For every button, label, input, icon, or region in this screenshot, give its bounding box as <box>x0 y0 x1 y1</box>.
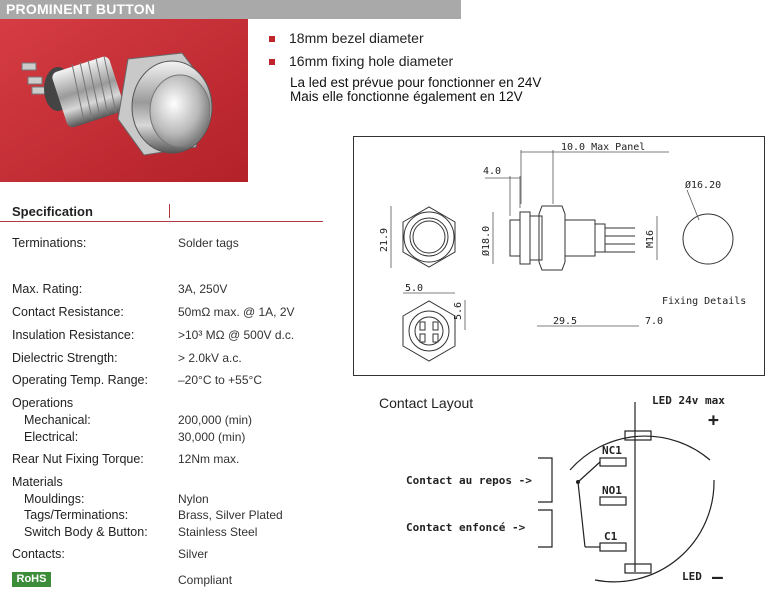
feature-bezel: 18mm bezel diameter <box>269 30 424 46</box>
spec-label: Switch Body & Button: <box>24 525 148 539</box>
bracket-repos <box>538 457 553 503</box>
spec-label: Rear Nut Fixing Torque: <box>12 452 144 466</box>
c1-terminal <box>599 542 627 552</box>
bullet-icon <box>269 36 275 43</box>
body-side <box>564 219 596 257</box>
spec-label: Insulation Resistance: <box>12 328 135 342</box>
spec-value: Stainless Steel <box>178 525 258 539</box>
spec-value: Nylon <box>178 492 209 506</box>
spec-label: Tags/Terminations: <box>24 508 129 522</box>
spec-divider-tick <box>169 204 170 218</box>
spec-label: Contact Resistance: <box>12 305 124 319</box>
spec-value: 12Nm max. <box>178 452 240 466</box>
contact-circle <box>569 435 715 583</box>
page-title: PROMINENT BUTTON <box>6 1 156 17</box>
nc1-label: NC1 <box>602 444 622 457</box>
spec-value: Solder tags <box>178 236 239 250</box>
spec-value: Brass, Silver Plated <box>178 508 283 522</box>
dim-bezel-diameter: Ø16.20 <box>685 179 721 191</box>
title-bar: PROMINENT BUTTON <box>0 0 461 19</box>
bullet-icon <box>269 59 275 66</box>
contact-layout-title: Contact Layout <box>379 395 474 411</box>
hex-nut-front <box>402 206 456 268</box>
spec-value: 30,000 (min) <box>178 430 246 444</box>
contact-enfonce-label: Contact enfoncé -> <box>406 521 526 534</box>
product-photo <box>0 19 248 182</box>
dim-7-0: 7.0 <box>645 316 663 327</box>
spec-group-label: Operations <box>12 396 74 410</box>
dim-5-6: 5.6 <box>453 302 464 320</box>
technical-drawing-frame <box>353 136 765 376</box>
contact-repos-label: Contact au repos -> <box>406 474 532 487</box>
spec-value: > 2.0kV a.c. <box>178 351 242 365</box>
dim-18: Ø18.0 <box>480 226 492 256</box>
dim-panel: 10.0 Max Panel <box>561 142 645 153</box>
technical-drawing: 10.0 Max Panel 4.0 Ø16.20 21.9 Ø18.0 M16… <box>379 142 746 362</box>
spec-label: Terminations: <box>12 236 87 250</box>
dim-5-0: 5.0 <box>405 283 423 294</box>
spec-divider <box>0 221 323 222</box>
spec-label: Electrical: <box>24 430 79 444</box>
no1-label: NO1 <box>602 484 622 497</box>
dim-m16: M16 <box>645 230 656 248</box>
nut-side <box>538 205 566 271</box>
spec-value: 200,000 (min) <box>178 413 253 427</box>
plus-sign: + <box>708 410 719 431</box>
spec-group-label: Materials <box>12 475 63 489</box>
solder-tags <box>21 62 47 95</box>
rohs-badge: RoHS <box>12 572 51 587</box>
dim-21-9: 21.9 <box>379 228 390 252</box>
spec-heading: Specification <box>12 204 93 219</box>
led-24v-label: LED 24v max <box>652 394 725 407</box>
spec-label: Mechanical: <box>24 413 91 427</box>
spec-label: Mouldings: <box>24 492 85 506</box>
spec-value: –20°C to +55°C <box>178 373 262 387</box>
contact-layout-diagram: LED 24v max + NC1 NO1 C1 Contact au repo… <box>406 394 725 588</box>
led-bottom-label: LED <box>682 570 702 583</box>
dim-29-5: 29.5 <box>553 316 577 327</box>
bezel-circle <box>403 211 455 263</box>
hex-nut-rear <box>402 300 456 362</box>
feature-fixing-hole: 16mm fixing hole diameter <box>269 53 453 69</box>
led-note: La led est prévue pour fonctionner en 24… <box>290 75 542 104</box>
led-bottom-terminal <box>624 563 652 574</box>
c1-label: C1 <box>604 530 618 543</box>
fixing-hole <box>682 213 734 265</box>
spec-value: 50mΩ max. @ 1A, 2V <box>178 305 295 319</box>
fixing-details-label: Fixing Details <box>662 296 746 307</box>
button-cap <box>509 219 521 257</box>
no1-terminal <box>599 496 627 506</box>
bracket-enfonce <box>538 509 553 548</box>
spec-label: Contacts: <box>12 547 65 561</box>
spec-value: 3A, 250V <box>178 282 228 296</box>
dim-4: 4.0 <box>483 166 501 177</box>
spec-label: Max. Rating: <box>12 282 83 296</box>
rohs-value: Compliant <box>178 573 233 587</box>
spec-label: Dielectric Strength: <box>12 351 118 365</box>
spec-value: Silver <box>178 547 209 561</box>
minus-sign: – <box>712 567 723 588</box>
bezel-side <box>519 211 531 265</box>
spec-value: >10³ MΩ @ 500V d.c. <box>178 328 295 342</box>
nc1-terminal <box>599 457 627 467</box>
spec-label: Operating Temp. Range: <box>12 373 148 387</box>
led-top-terminal <box>624 430 652 441</box>
